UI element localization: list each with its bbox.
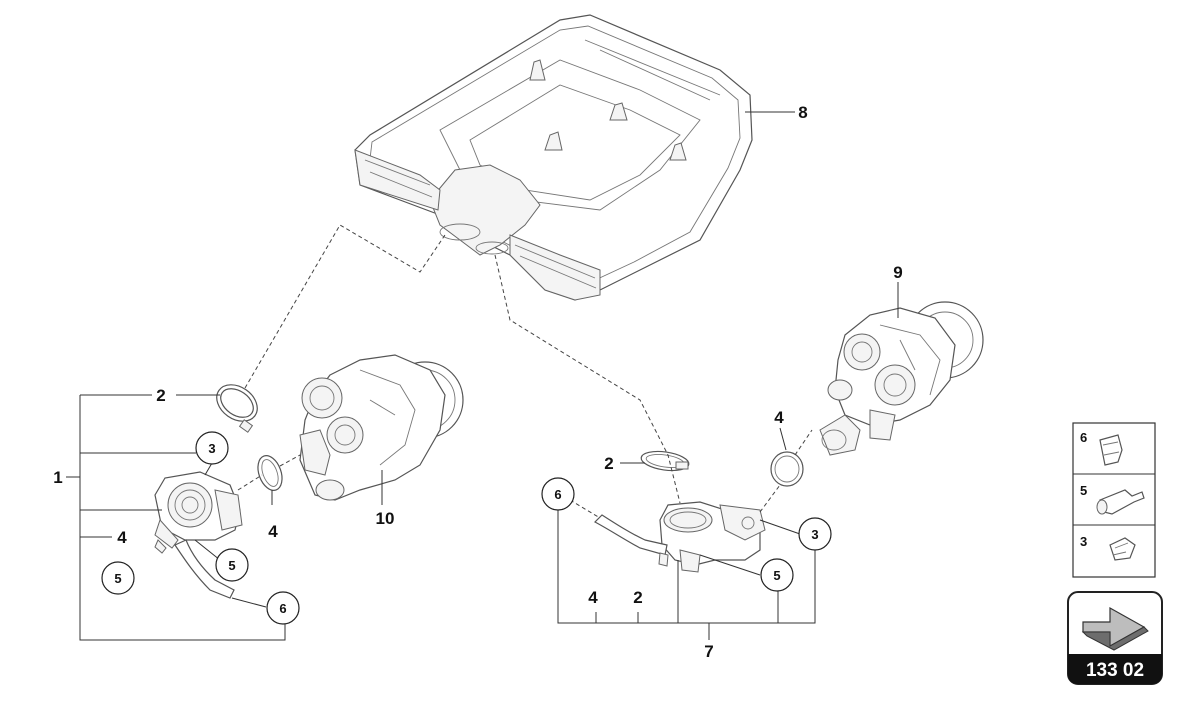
callout-label-4-right: 4	[774, 408, 784, 427]
air-box-housing	[354, 14, 753, 301]
callout-circle-6-right	[541, 477, 575, 511]
callout-circle-5-left-b	[101, 561, 135, 595]
callout-label-2-left: 2	[156, 386, 165, 405]
dash-line-right-duct	[494, 254, 681, 504]
callout-label-4-left-a: 4	[117, 528, 127, 547]
callout-label-1: 1	[53, 468, 62, 487]
hose-clip-icon	[1099, 434, 1123, 466]
callout-circle-5-left-a	[215, 548, 249, 582]
callout-label-3-left: 3	[208, 441, 215, 456]
callout-label-2-right: 2	[604, 454, 613, 473]
callout-circle-3-right	[798, 517, 832, 551]
right-intake-assembly	[594, 450, 804, 573]
dash-line-left-clamp	[244, 224, 446, 389]
dash-line-left-ring	[237, 454, 301, 491]
leader-lines	[66, 111, 899, 641]
callout-circle-3-left	[195, 431, 229, 465]
callout-label-4-left-b: 4	[268, 522, 278, 541]
left-turbocharger	[299, 354, 464, 501]
callout-label-10: 10	[376, 509, 395, 528]
callout-label-4-bottom: 4	[588, 588, 598, 607]
callout-label-3-right: 3	[811, 527, 818, 542]
clip-icon	[1109, 537, 1136, 561]
callout-label-2-bottom: 2	[633, 588, 642, 607]
callout-label-8: 8	[798, 103, 807, 122]
callout-label-5-left-a: 5	[228, 558, 235, 573]
page-number: 133 02	[1086, 660, 1144, 681]
legend-number-6: 6	[1080, 430, 1087, 445]
arrow-icon	[1081, 606, 1149, 651]
legend-number-3: 3	[1080, 534, 1087, 549]
legend-number-5: 5	[1080, 483, 1087, 498]
page-reference-button[interactable]: 133 02	[1067, 591, 1163, 685]
callout-label-6-right: 6	[554, 487, 561, 502]
callout-label-9: 9	[893, 263, 902, 282]
callout-label-7: 7	[704, 642, 713, 661]
callout-circle-6-left	[266, 591, 300, 625]
callout-circle-5-right	[760, 558, 794, 592]
callout-label-6-left: 6	[279, 601, 286, 616]
small-parts-legend: 6 5 3	[1072, 422, 1156, 578]
right-turbocharger	[819, 301, 984, 456]
dash-line-right-ring	[759, 429, 813, 513]
left-intake-assembly	[154, 384, 283, 599]
callout-label-5-left-b: 5	[114, 571, 121, 586]
dash-line-right-hose	[569, 499, 601, 519]
nozzle-connector-icon	[1096, 489, 1145, 515]
callout-label-5-right: 5	[773, 568, 780, 583]
